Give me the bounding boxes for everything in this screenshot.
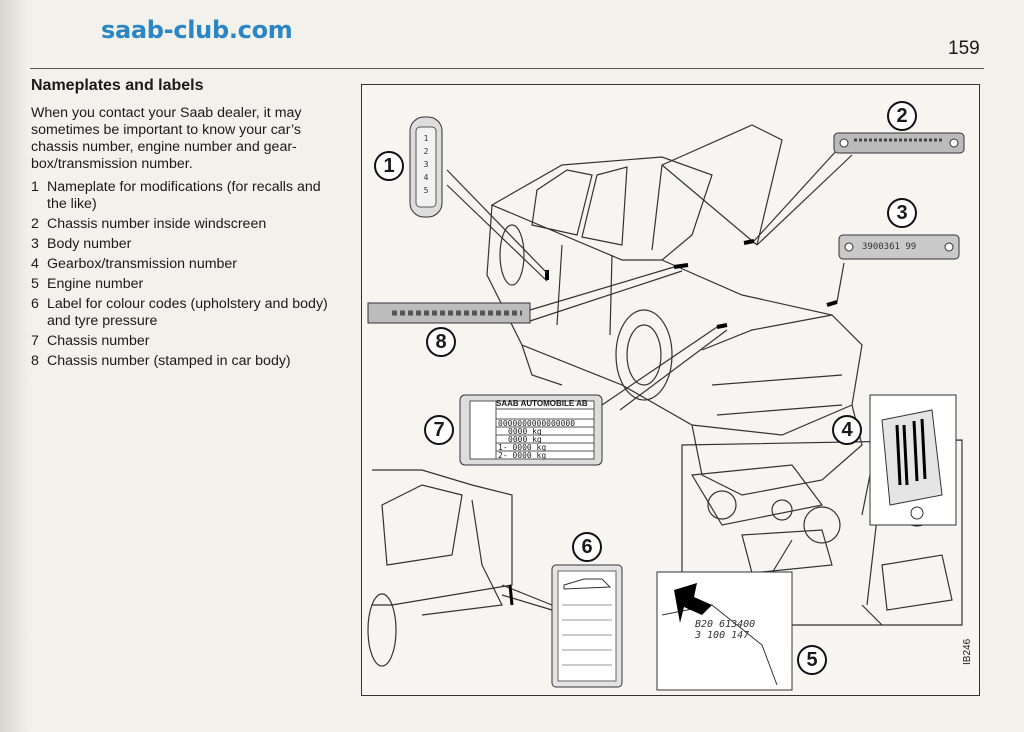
section-title: Nameplates and labels [31, 77, 204, 94]
callout-4: 4 [832, 415, 862, 445]
plate-5-line-2: 3 100 147 [695, 630, 750, 641]
callout-2: 2 [887, 101, 917, 131]
site-logo: saab-club.com [101, 16, 293, 44]
plate-6 [551, 564, 623, 688]
plate-1-digits: 1 2 3 4 5 [423, 134, 429, 195]
plate-7-row: 1- 0000 kg [498, 443, 547, 452]
plate-3 [838, 234, 960, 260]
callout-1: 1 [374, 151, 404, 181]
page-number: 159 [948, 38, 980, 59]
plate-1 [409, 116, 443, 218]
page-shade [0, 0, 30, 732]
plate-7-header: SAAB AUTOMOBILE AB [496, 399, 588, 408]
plate-7-row: 0000 kg [508, 435, 542, 444]
header-rule [30, 68, 984, 69]
figure-code: IB246 [962, 638, 973, 665]
plate-7 [459, 394, 603, 466]
callout-5: 5 [797, 645, 827, 675]
plate-8 [367, 302, 531, 324]
callout-7: 7 [424, 415, 454, 445]
inset-5 [656, 571, 793, 691]
plate-3-text: 3900361 99 [862, 242, 917, 252]
inset-4 [869, 394, 957, 526]
callout-8: 8 [426, 327, 456, 357]
callout-3: 3 [887, 198, 917, 228]
plate-7-row: 2- 0000 kg [498, 451, 547, 460]
nameplate-diagram: 1 2 3 4 5 3900361 99 B20 613400 3 100 14… [361, 84, 980, 696]
plate-7-row: 0000 kg [508, 427, 542, 436]
car-line-drawing [367, 116, 965, 691]
intro-paragraph: When you contact your Saab dealer, it ma… [31, 105, 302, 172]
callout-6: 6 [572, 532, 602, 562]
plate-7-row: 0000000000000000 [498, 419, 576, 428]
plate-2 [833, 132, 965, 154]
plate-5-line-1: B20 613400 [695, 619, 756, 630]
